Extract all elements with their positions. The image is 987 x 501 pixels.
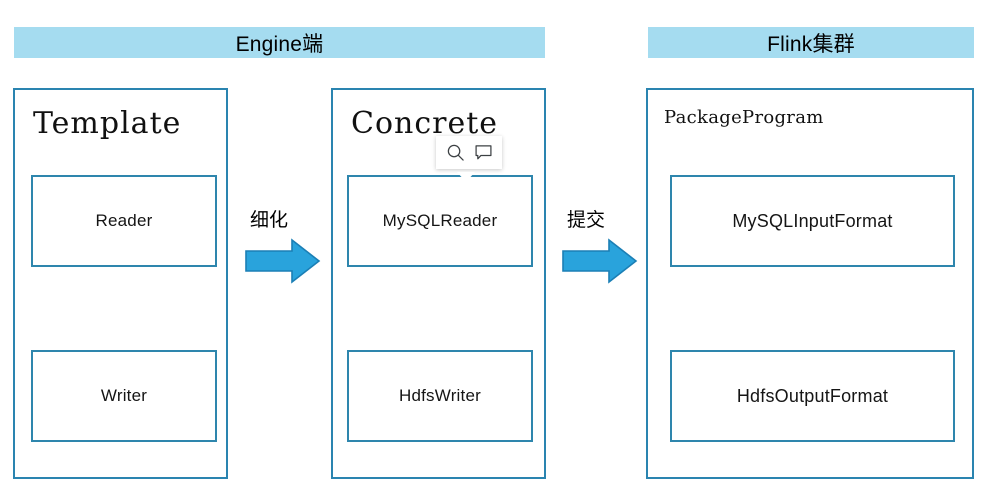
section-header-flink-label: Flink集群 (767, 32, 855, 56)
component-box-mysqlreader[interactable]: MySQLReader (347, 175, 533, 267)
component-box-reader[interactable]: Reader (31, 175, 217, 267)
component-box-writer-label: Writer (100, 386, 148, 405)
floating-mini-toolbar[interactable] (436, 136, 502, 169)
floating-mini-toolbar-pointer (457, 169, 475, 182)
section-header-engine-label: Engine端 (235, 32, 324, 56)
group-title-template: Template (33, 106, 182, 141)
comment-icon[interactable] (474, 143, 493, 162)
flow-right-arrow-refine (245, 238, 321, 284)
section-header-flink: Flink集群 (648, 27, 974, 58)
search-icon[interactable] (446, 143, 465, 162)
component-box-hdfsoutputformat[interactable]: HdfsOutputFormat (670, 350, 955, 442)
component-box-hdfsoutputformat-label: HdfsOutputFormat (736, 385, 889, 406)
component-box-writer[interactable]: Writer (31, 350, 217, 442)
transition-label-refine: 细化 (250, 210, 289, 231)
component-box-hdfswriter-label: HdfsWriter (399, 386, 481, 405)
flow-right-arrow-submit (562, 238, 638, 284)
section-header-engine: Engine端 (14, 27, 545, 58)
component-box-mysqlinputformat[interactable]: MySQLInputFormat (670, 175, 955, 267)
component-box-mysqlreader-label: MySQLReader (382, 211, 498, 230)
group-box-packageprogram: PackageProgram MySQLInputFormat HdfsOutp… (646, 88, 974, 479)
group-box-template: Template Reader Writer (13, 88, 228, 479)
component-box-reader-label: Reader (95, 211, 153, 230)
transition-label-submit: 提交 (567, 210, 606, 231)
group-title-packageprogram: PackageProgram (664, 107, 824, 128)
group-title-concrete: Concrete (351, 106, 499, 141)
component-box-hdfswriter[interactable]: HdfsWriter (347, 350, 533, 442)
component-box-mysqlinputformat-label: MySQLInputFormat (732, 210, 893, 231)
